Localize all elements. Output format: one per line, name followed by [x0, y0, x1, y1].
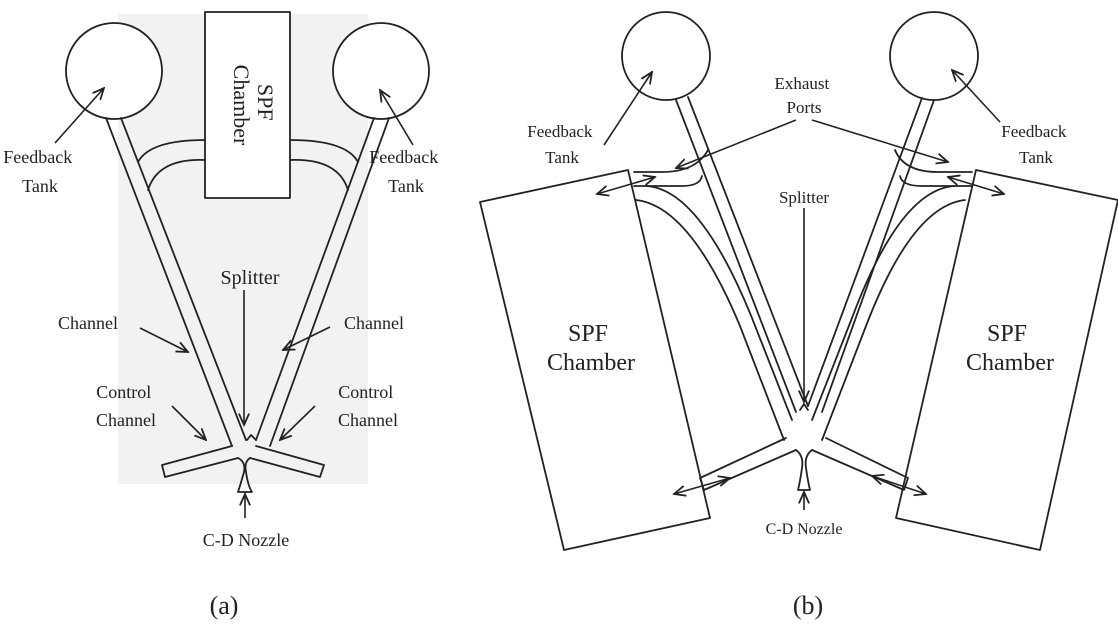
feedback-tank-b-left	[621, 11, 711, 101]
return-b-right	[811, 185, 966, 441]
label-control-channel-right: Control Channel	[338, 382, 398, 430]
port-arrow-b-top-left	[597, 177, 655, 194]
feedback-tank-b-right	[889, 11, 979, 101]
arrow-tank-left	[54, 88, 104, 144]
control-channels-b	[699, 437, 909, 491]
label-feedback-tank-b-right: Feedback Tank	[1001, 122, 1070, 167]
panel-a: Feedback Tank Feedback Tank SPF Chamber …	[3, 11, 442, 620]
caption-b: (b)	[793, 591, 823, 620]
arrow-tank-right	[380, 90, 414, 146]
return-b-left	[635, 185, 793, 441]
label-splitter-b: Splitter	[779, 188, 829, 207]
port-arrow-b-bottom-left	[674, 478, 730, 494]
loop-branch-left	[137, 139, 206, 191]
arrow-control-left	[171, 405, 206, 440]
spf-chamber	[204, 11, 291, 199]
channel-b-right	[807, 97, 935, 413]
arrow-channel-left	[139, 327, 188, 352]
label-nozzle-b: C-D Nozzle	[766, 521, 843, 538]
label-channel-right: Channel	[344, 313, 404, 333]
channel-b-left	[675, 96, 809, 413]
label-feedback-tank-left: Feedback Tank	[3, 147, 76, 196]
arrow-control-right	[280, 405, 316, 440]
label-exhaust-ports: Exhaust Ports	[774, 74, 833, 117]
port-arrow-b-bottom-right	[872, 476, 926, 494]
cd-nozzle-b	[795, 449, 813, 491]
feedback-tank-left	[65, 22, 163, 120]
spf-chamber-b-right	[895, 169, 1118, 551]
arrow-exhaust-left	[676, 119, 797, 168]
label-spf-chamber-b-right: SPF Chamber	[966, 321, 1054, 376]
label-spf-chamber: SPF Chamber	[229, 65, 278, 146]
branch-b-right-upper	[894, 149, 973, 187]
arrow-exhaust-right	[811, 119, 948, 162]
cd-nozzle	[237, 457, 253, 493]
arrow-tank-b-left	[603, 72, 652, 146]
control-channels	[161, 445, 325, 478]
label-channel-left: Channel	[58, 313, 118, 333]
port-arrow-b-top-right	[948, 177, 1004, 194]
label-splitter: Splitter	[221, 267, 280, 289]
channel-right	[255, 117, 390, 447]
label-nozzle: C-D Nozzle	[203, 530, 289, 550]
label-feedback-tank-b-left: Feedback Tank	[527, 122, 596, 167]
splitter-b	[799, 403, 809, 411]
splitter	[246, 434, 257, 441]
arrow-tank-b-right	[952, 70, 1001, 123]
label-control-channel-left: Control Channel	[96, 382, 156, 430]
label-spf-chamber-b-left: SPF Chamber	[547, 321, 635, 376]
channel-left	[105, 117, 247, 447]
panel-b: Feedback Tank Feedback Tank Exhaust Port…	[479, 11, 1118, 620]
caption-a: (a)	[210, 591, 239, 620]
arrow-channel-right	[283, 326, 331, 350]
feedback-tank-right	[332, 22, 430, 120]
label-feedback-tank-right: Feedback Tank	[369, 147, 442, 196]
loop-branch-right	[289, 139, 359, 191]
spf-chamber-b-left	[479, 169, 711, 551]
